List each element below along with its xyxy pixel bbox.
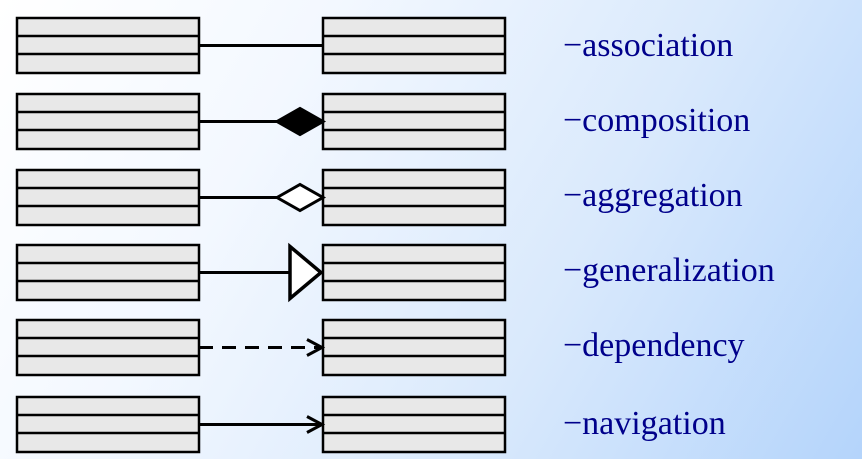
label-composition: −composition (563, 102, 751, 139)
label-generalization: −generalization (563, 252, 775, 289)
hollow-diamond-icon (273, 182, 327, 213)
label-aggregation: −aggregation (563, 177, 743, 214)
class-box-left-dependency (15, 318, 201, 377)
class-box-right-navigation (321, 395, 507, 454)
label-dependency: −dependency (563, 327, 745, 364)
class-box-right-generalization (321, 243, 507, 302)
arrowhead-icon (306, 338, 326, 357)
class-box-left-navigation (15, 395, 201, 454)
hollow-triangle-icon (288, 242, 324, 303)
arrowhead-icon (306, 415, 326, 434)
class-box-left-aggregation (15, 168, 201, 227)
class-box-right-dependency (321, 318, 507, 377)
class-box-left-generalization (15, 243, 201, 302)
class-box-right-composition (321, 92, 507, 151)
class-box-left-association (15, 16, 201, 75)
label-navigation: −navigation (563, 405, 726, 442)
class-box-right-association (321, 16, 507, 75)
label-association: −association (563, 27, 734, 64)
class-box-left-composition (15, 92, 201, 151)
filled-diamond-icon (273, 106, 327, 137)
class-box-right-aggregation (321, 168, 507, 227)
